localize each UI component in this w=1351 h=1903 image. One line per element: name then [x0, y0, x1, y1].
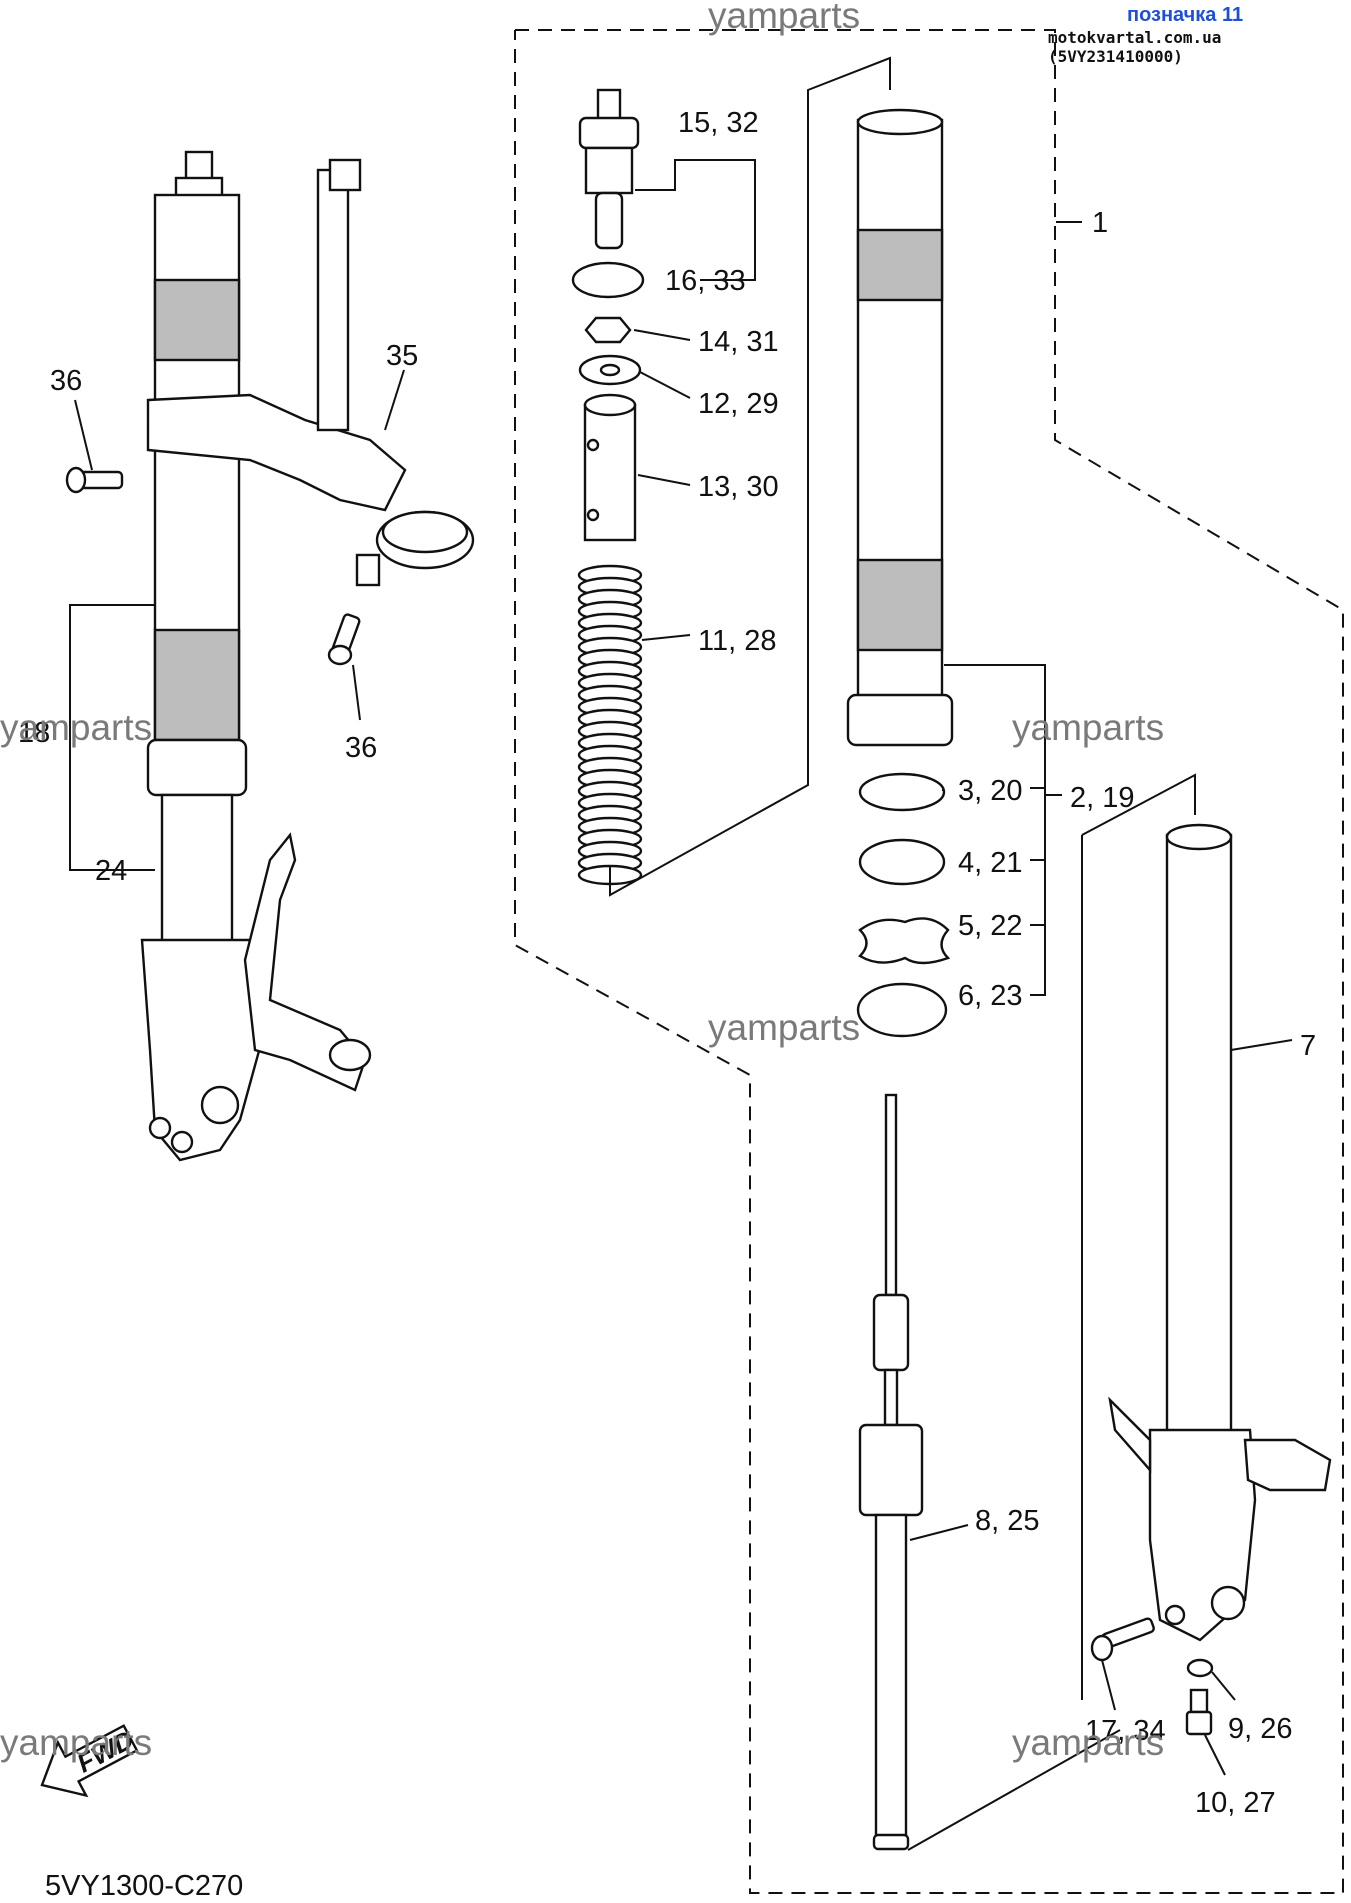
o-ring	[571, 261, 645, 299]
watermark: yamparts	[0, 707, 152, 748]
diagram-code: 5VY1300-C270	[45, 1870, 243, 1902]
watermark: yamparts	[708, 1007, 860, 1048]
callout-3-20: 3, 20	[958, 775, 1023, 807]
cap-bolt	[578, 88, 640, 250]
oil-seal-ring	[858, 772, 946, 812]
bookmark-label[interactable]: позначка 11	[1127, 4, 1244, 26]
callout-1: 1	[1092, 207, 1108, 239]
callout-13-30: 13, 30	[698, 471, 779, 503]
fork-spring	[577, 564, 643, 886]
callout-12-29: 12, 29	[698, 388, 779, 420]
spacer-tube	[583, 393, 637, 542]
callout-9-26: 9, 26	[1228, 1713, 1293, 1745]
callout-17-34: 17, 34	[1085, 1715, 1166, 1747]
callout-36-left: 36	[50, 365, 82, 397]
nut	[584, 316, 632, 344]
bolt-17	[1090, 1617, 1155, 1662]
outer-tube	[846, 108, 954, 747]
callout-14-31: 14, 31	[698, 326, 779, 358]
watermark: yamparts	[1012, 707, 1164, 748]
oil-seal	[856, 982, 948, 1038]
callout-16-33: 16, 33	[665, 265, 746, 297]
damper-rod	[858, 1093, 924, 1851]
callout-6-23: 6, 23	[958, 980, 1023, 1012]
washer-hole	[599, 363, 621, 377]
washer-9	[1186, 1658, 1214, 1678]
leader-lines	[69, 56, 1293, 1851]
callout-10-27: 10, 27	[1195, 1787, 1276, 1819]
source-reference: motokvartal.com.ua (5VY231410000)	[1048, 28, 1222, 66]
callout-36-bottom: 36	[345, 732, 377, 764]
dust-ring	[858, 838, 946, 886]
callout-5-22: 5, 22	[958, 910, 1023, 942]
callout-11-28: 11, 28	[698, 625, 776, 657]
watermark: yamparts	[1012, 1722, 1164, 1763]
drain-bolt-10	[1185, 1688, 1213, 1736]
assembly-outline	[514, 29, 1344, 1894]
callout-24: 24	[95, 855, 127, 887]
callout-35: 35	[386, 340, 418, 372]
clip	[858, 917, 951, 965]
callout-4-21: 4, 21	[958, 847, 1023, 879]
watermark: yamparts	[708, 0, 860, 36]
callout-2-19: 2, 19	[1070, 782, 1135, 814]
callout-8-25: 8, 25	[975, 1505, 1040, 1537]
watermark: yamparts	[0, 1722, 152, 1763]
callout-7: 7	[1300, 1030, 1316, 1062]
callout-15-32: 15, 32	[678, 107, 759, 139]
assembled-fork	[65, 150, 475, 1162]
callout-18: 18	[18, 717, 50, 749]
inner-tube	[1108, 823, 1332, 1642]
